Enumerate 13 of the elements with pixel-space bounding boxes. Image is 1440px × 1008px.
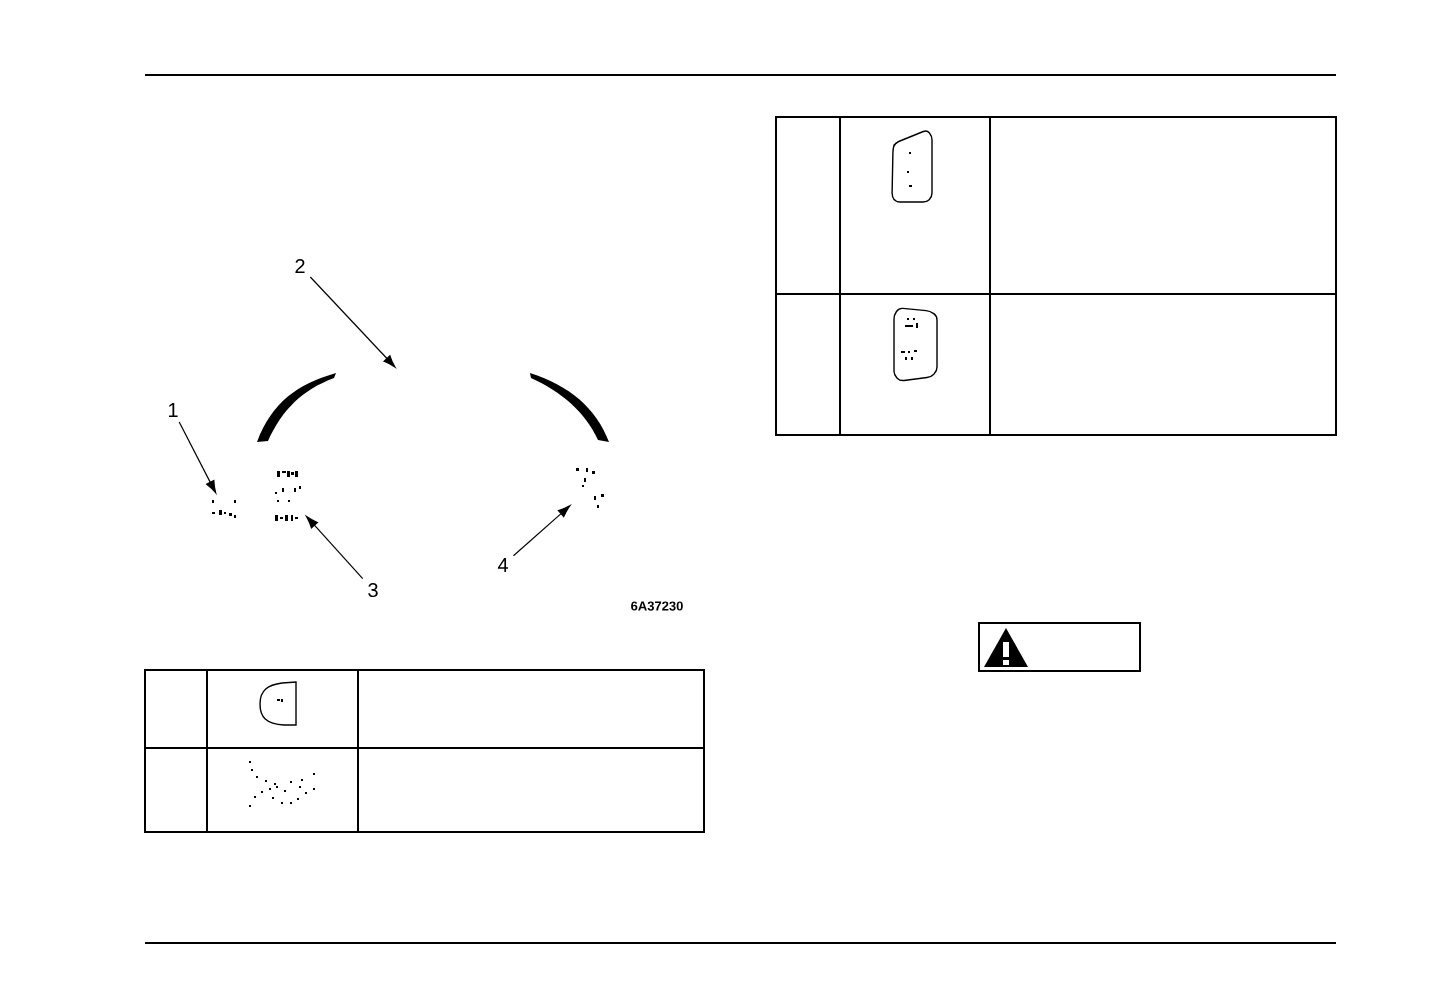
callout-number: 2 — [295, 259, 305, 273]
figure-number: 6A37230 — [631, 601, 683, 611]
switch-marking — [212, 500, 236, 518]
leader-line — [306, 516, 364, 580]
leader-line — [309, 276, 396, 368]
switch-marking — [576, 468, 604, 508]
leader-line — [178, 421, 217, 494]
callout-number: 1 — [169, 403, 178, 417]
leader-line — [512, 505, 571, 557]
callout-number: 4 — [497, 558, 508, 572]
callout-number: 3 — [368, 582, 378, 598]
switch-marking — [275, 471, 301, 521]
steering-wheel — [257, 373, 609, 442]
